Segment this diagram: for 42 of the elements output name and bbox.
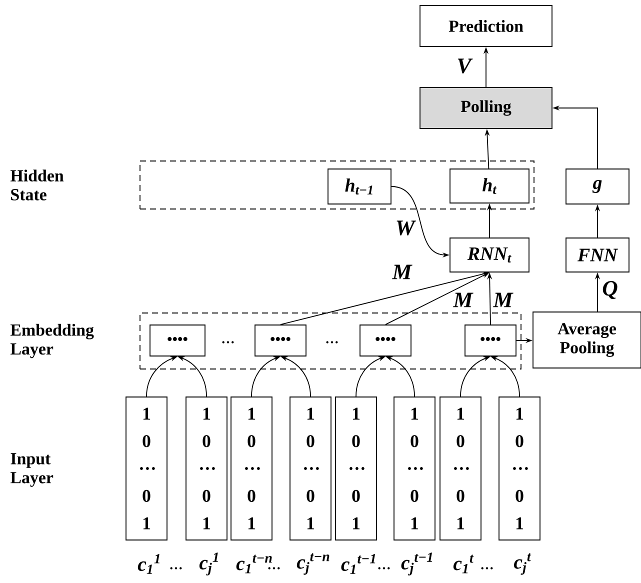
edge-label: W [396,220,416,236]
one-hot-vector-box: 1 0 ··· 0 1 [290,396,332,540]
embedding-box: •••• [254,324,306,356]
rnn-box: RNN$_{t}$ [450,238,530,272]
edge-label: M [492,292,514,308]
ellipsis: ··· [481,567,493,570]
embedding-box: •••• [464,324,516,356]
vector-symbol: c$_{j}$1 [199,552,218,576]
ellipsis: ··· [268,567,280,570]
edge-label: M [392,264,412,280]
embedding-box: •••• [150,324,206,356]
state-box: h$_{t}$ [450,168,530,204]
edge-label: Q [602,280,618,300]
vector-symbol: c$_{1}$t−1 [341,554,376,574]
layer-heading: Hidden State [10,170,64,200]
state-box: h$_{t−1}$ [328,168,392,204]
pooling-box: Polling [420,87,552,129]
edge-label: V [458,58,473,74]
embedding-box: •••• [360,324,412,356]
state-box: g [566,168,630,204]
layer-heading: Input Layer [10,453,54,487]
one-hot-vector-box: 1 0 ··· 0 1 [230,396,272,540]
ellipsis: ··· [378,567,390,570]
one-hot-vector-box: 1 0 ··· 0 1 [126,396,168,540]
ellipsis: ··· [170,567,182,570]
vector-symbol: c$_{j}$t [514,553,532,575]
one-hot-vector-box: 1 0 ··· 0 1 [394,396,436,540]
output-box: Prediction [420,5,552,47]
layer-heading: Embedding Layer [10,324,94,358]
edge-label: M [452,292,474,308]
vector-symbol: c$_{1}$t [453,554,474,574]
ellipsis: ··· [222,341,234,344]
vector-symbol: c$_{j}$t−n [296,553,330,575]
pooling-box: Average Pooling [532,312,641,368]
vector-symbol: c$_{j}$t−1 [401,552,432,576]
one-hot-vector-box: 1 0 ··· 0 1 [498,396,540,540]
ellipsis: ··· [326,341,338,344]
one-hot-vector-box: 1 0 ··· 0 1 [186,396,228,540]
fnn-box: FNN [566,238,630,272]
one-hot-vector-box: 1 0 ··· 0 1 [335,396,377,540]
vector-symbol: c$_{1}$1 [138,554,160,574]
one-hot-vector-box: 1 0 ··· 0 1 [440,396,482,540]
